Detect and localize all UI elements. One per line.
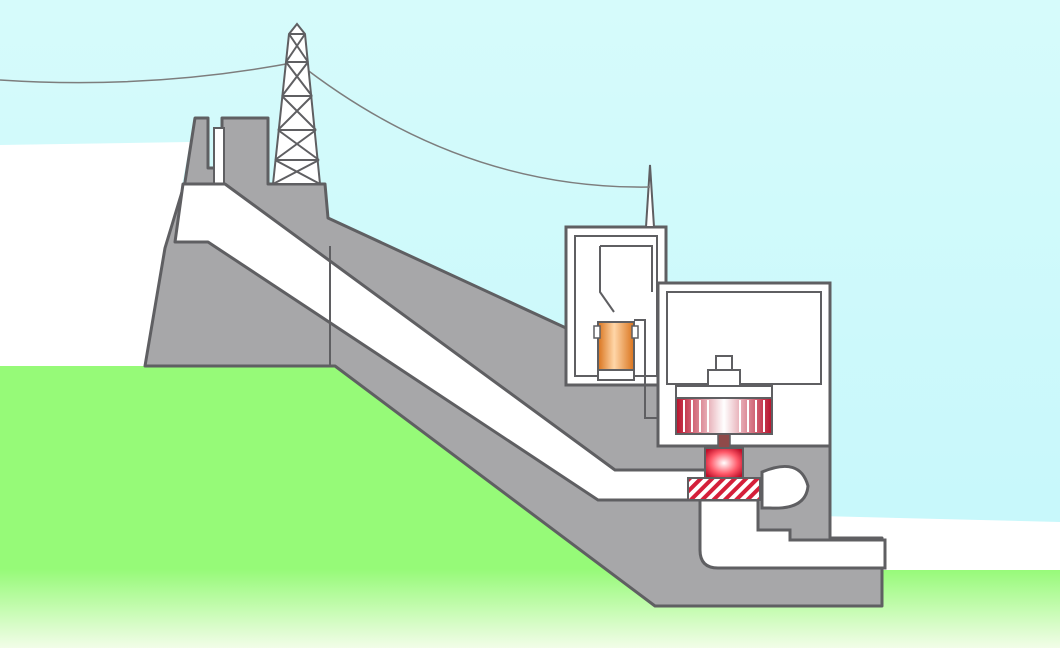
bushing-spike bbox=[644, 164, 656, 228]
intake-gate bbox=[213, 127, 225, 189]
transformer-house bbox=[564, 225, 668, 387]
generator bbox=[675, 355, 773, 449]
transformer-bus bbox=[599, 245, 653, 313]
transformer bbox=[593, 321, 639, 381]
powerhouse-inner bbox=[666, 291, 822, 385]
power-line bbox=[0, 61, 298, 84]
transmission-tower bbox=[271, 22, 322, 185]
draft-tube bbox=[698, 498, 887, 570]
cable-to-transformer bbox=[634, 319, 658, 419]
water-turbine bbox=[687, 447, 761, 501]
reservoir-water bbox=[0, 142, 190, 366]
power-line bbox=[296, 61, 651, 188]
spiral-case bbox=[760, 464, 810, 510]
ground bbox=[0, 366, 1060, 648]
